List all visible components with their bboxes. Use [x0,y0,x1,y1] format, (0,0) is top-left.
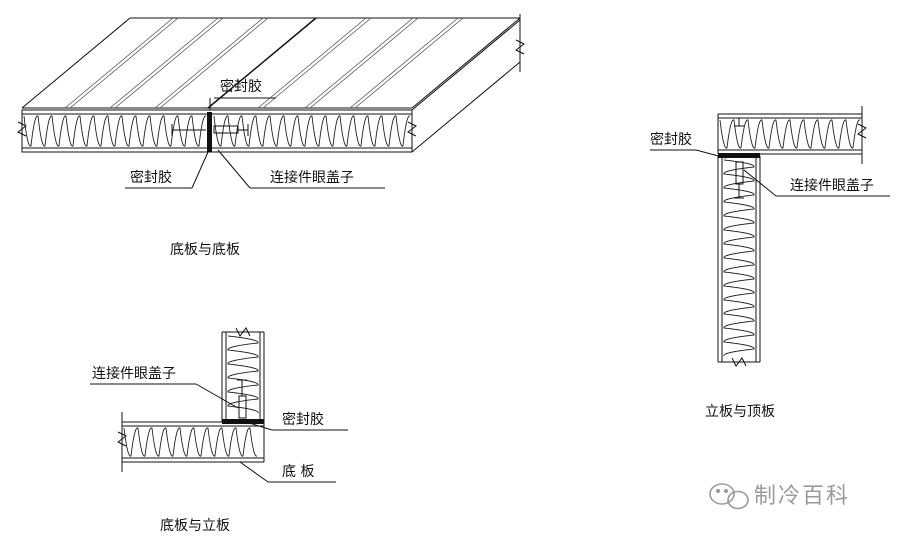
insulation-wave [723,159,755,357]
panel-section-front [17,14,525,153]
label-floor-panel: 底 板 [282,464,314,480]
detail-floor-to-wall: 连接件眼盖子 密封胶 底 板 底板与立板 [90,327,348,534]
sealant-joint [718,153,760,158]
label-connector-cap: 连接件眼盖子 [790,177,874,194]
connector-fitting [171,124,249,136]
wall-panel [221,327,265,422]
sealant-joint [222,419,264,424]
insulation-wave [123,427,258,457]
label-sealant: 密封胶 [650,131,692,148]
caption-wall-to-ceiling: 立板与顶板 [705,404,775,420]
insulation-wave [23,115,411,147]
connector-fitting [237,379,247,419]
insulation-wave [227,335,259,414]
insulation-wave [719,119,861,149]
watermark: 制冷百科 [709,483,850,510]
sealant-joint [207,112,212,152]
caption-floor-to-floor: 底板与底板 [170,242,240,258]
label-sealant: 密封胶 [282,411,324,428]
detail-wall-to-ceiling: 密封胶 连接件眼盖子 立板与顶板 [650,106,890,420]
panel-top-surface [21,17,521,109]
caption-floor-to-wall: 底板与立板 [160,518,230,534]
label-connector-cap: 连接件眼盖子 [270,169,354,186]
label-sealant-top: 密封胶 [220,78,262,95]
connector-fitting [734,118,744,199]
label-sealant-left: 密封胶 [130,169,172,186]
wechat-icon [709,483,749,510]
watermark-text: 制冷百科 [754,484,850,509]
detail-floor-to-floor: 密封胶 密封胶 连接件眼盖子 底板与底板 [17,14,525,258]
label-connector-cap: 连接件眼盖子 [92,365,176,382]
wall-panel [717,156,761,367]
